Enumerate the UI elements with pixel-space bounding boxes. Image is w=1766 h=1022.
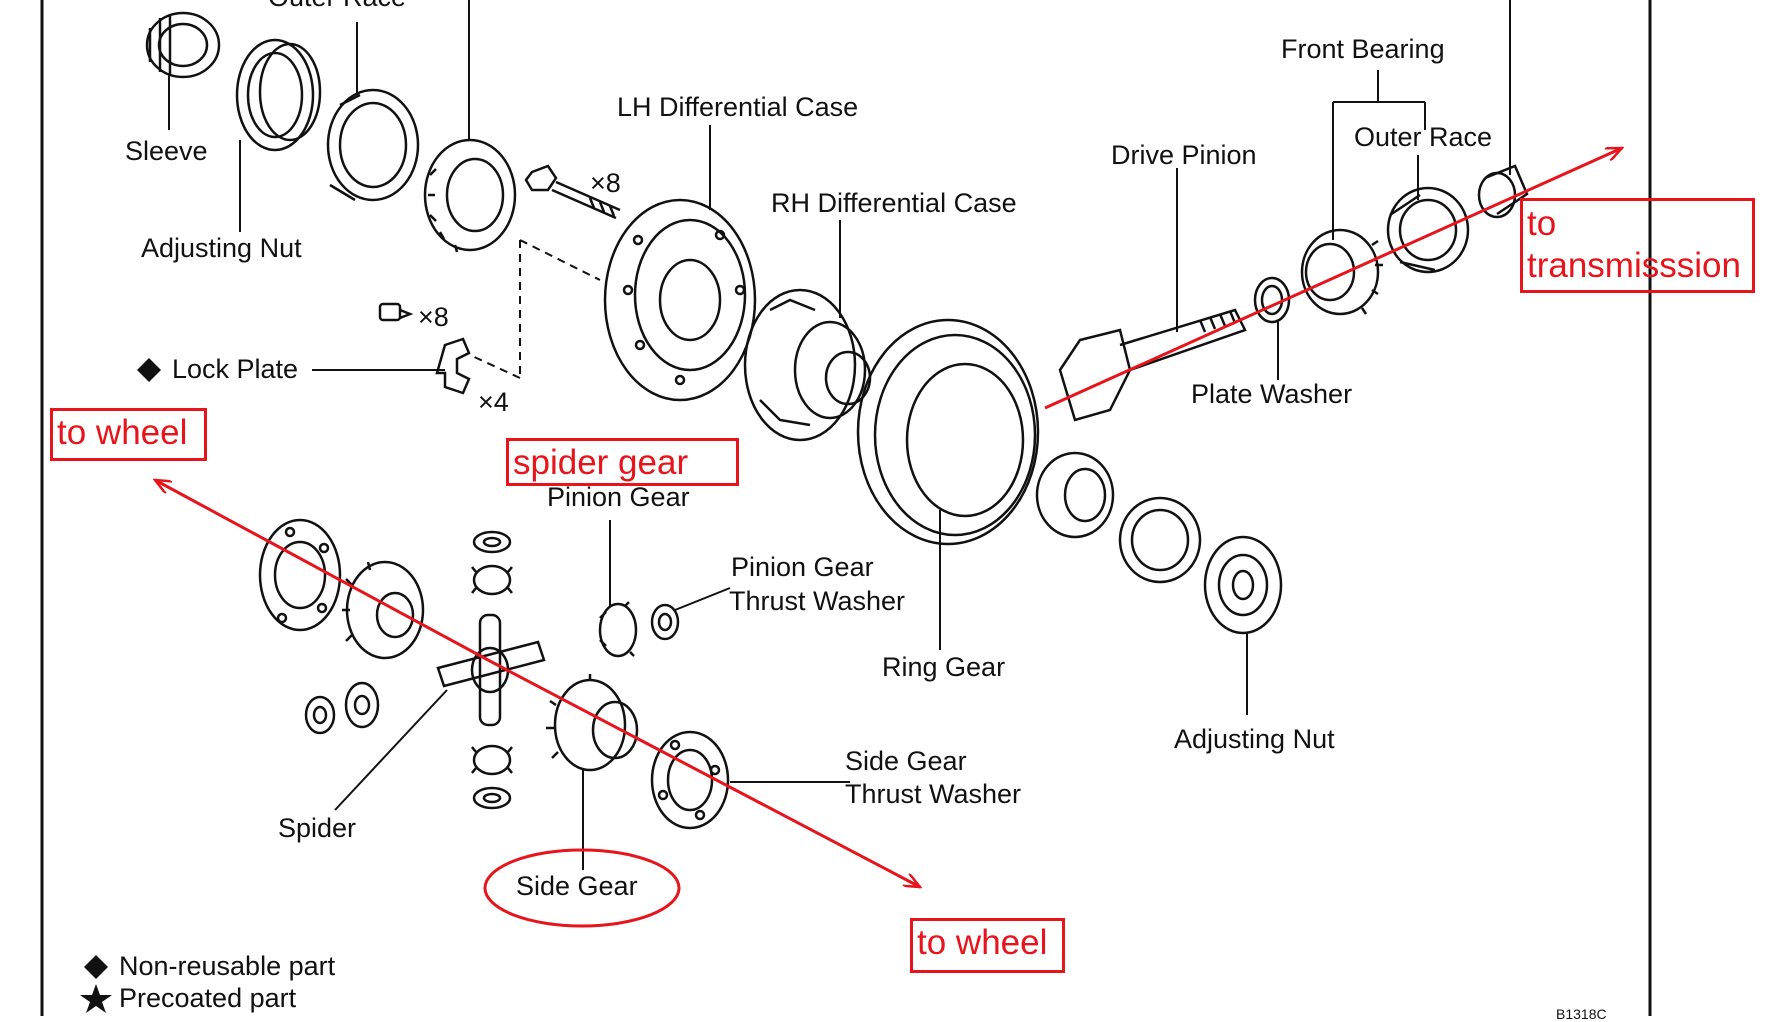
bearing-lower-right-part (1035, 451, 1115, 539)
label-pinion-gear: Pinion Gear (547, 482, 690, 512)
label-side-thrust-line1: Side Gear (845, 746, 967, 776)
side-thrust-washer-part (650, 730, 730, 830)
label-adjusting-nut-right: Adjusting Nut (1174, 724, 1335, 754)
lock-plate-part (435, 337, 471, 395)
left-side-gear-part (258, 518, 425, 660)
leader-lines-top-left (168, 0, 470, 232)
label-plate-washer: Plate Washer (1191, 379, 1353, 409)
label-nut-count: ×8 (418, 302, 449, 332)
outer-race-top-part (326, 88, 420, 202)
label-adjusting-nut-left: Adjusting Nut (141, 233, 302, 263)
lock-plate-dashed-lines (469, 239, 601, 379)
spider-leader (334, 689, 448, 811)
leader-lines-top-right (1332, 0, 1511, 240)
pinion-thrust-washer-leader (674, 587, 731, 611)
annotation-to-transmission-line1: to (1527, 204, 1557, 243)
diamond-icon-lock-plate (137, 358, 161, 382)
outer-race-lower-right-part (1118, 496, 1202, 584)
label-lh-differential-case: LH Differential Case (617, 92, 859, 122)
label-ring-gear: Ring Gear (882, 652, 1006, 682)
annotation-to-wheel-left: to wheel (50, 408, 207, 461)
label-sleeve: Sleeve (125, 136, 208, 166)
legend-non-reusable: Non-reusable part (119, 951, 336, 981)
front-bearing-part (1300, 228, 1383, 316)
bolt-part (524, 164, 621, 220)
legend-precoated: Precoated part (119, 983, 297, 1013)
arrow-to-transmission (1044, 146, 1622, 410)
label-plate-count: ×4 (478, 387, 509, 417)
label-outer-race-right: Outer Race (1354, 122, 1493, 152)
label-bolt-count: ×8 (590, 168, 621, 198)
label-front-bearing: Front Bearing (1281, 34, 1445, 64)
outer-race-right-part (1386, 186, 1470, 274)
sleeve-part (145, 11, 221, 79)
side-gear-highlight-circle (483, 848, 681, 928)
arrow-to-wheel-left (155, 480, 489, 662)
small-gear-stack (471, 530, 513, 810)
label-rh-differential-case: RH Differential Case (771, 188, 1017, 218)
label-spider: Spider (278, 813, 357, 843)
left-small-washers (304, 681, 380, 735)
annotation-to-transmission-line2: transmisssion (1527, 246, 1741, 285)
star-icon-legend (80, 984, 112, 1013)
label-drive-pinion: Drive Pinion (1111, 140, 1257, 170)
annotation-to-wheel-bottom: to wheel (910, 918, 1065, 973)
adjusting-nut-left-part (235, 38, 322, 152)
pinion-thrust-washer-part (650, 603, 680, 641)
right-side-gear-part (546, 674, 639, 772)
ring-gear-part (856, 318, 1040, 546)
label-side-thrust-line2: Thrust Washer (845, 779, 1022, 809)
diagram-code: B1318C (1556, 1006, 1607, 1022)
spider-part (436, 613, 546, 727)
rh-differential-case-part (743, 288, 872, 442)
bearing-top-part (423, 138, 517, 253)
label-outer-race-top: Outer Race (268, 0, 406, 11)
adjusting-nut-right-part (1203, 535, 1283, 635)
arrow-to-wheel-bottom (487, 658, 920, 887)
annotation-spider-gear: spider gear (506, 438, 739, 486)
nut-part (378, 302, 414, 322)
annotation-to-transmission: to transmisssion (1520, 198, 1755, 293)
diamond-icon-legend (84, 955, 108, 979)
pinion-gear-part (598, 601, 638, 658)
label-pinion-thrust-line1: Pinion Gear (731, 552, 874, 582)
label-lock-plate: Lock Plate (172, 354, 299, 384)
lh-differential-case-part (603, 198, 757, 402)
label-pinion-thrust-line2: Thrust Washer (729, 586, 906, 616)
label-side-gear: Side Gear (516, 871, 638, 901)
